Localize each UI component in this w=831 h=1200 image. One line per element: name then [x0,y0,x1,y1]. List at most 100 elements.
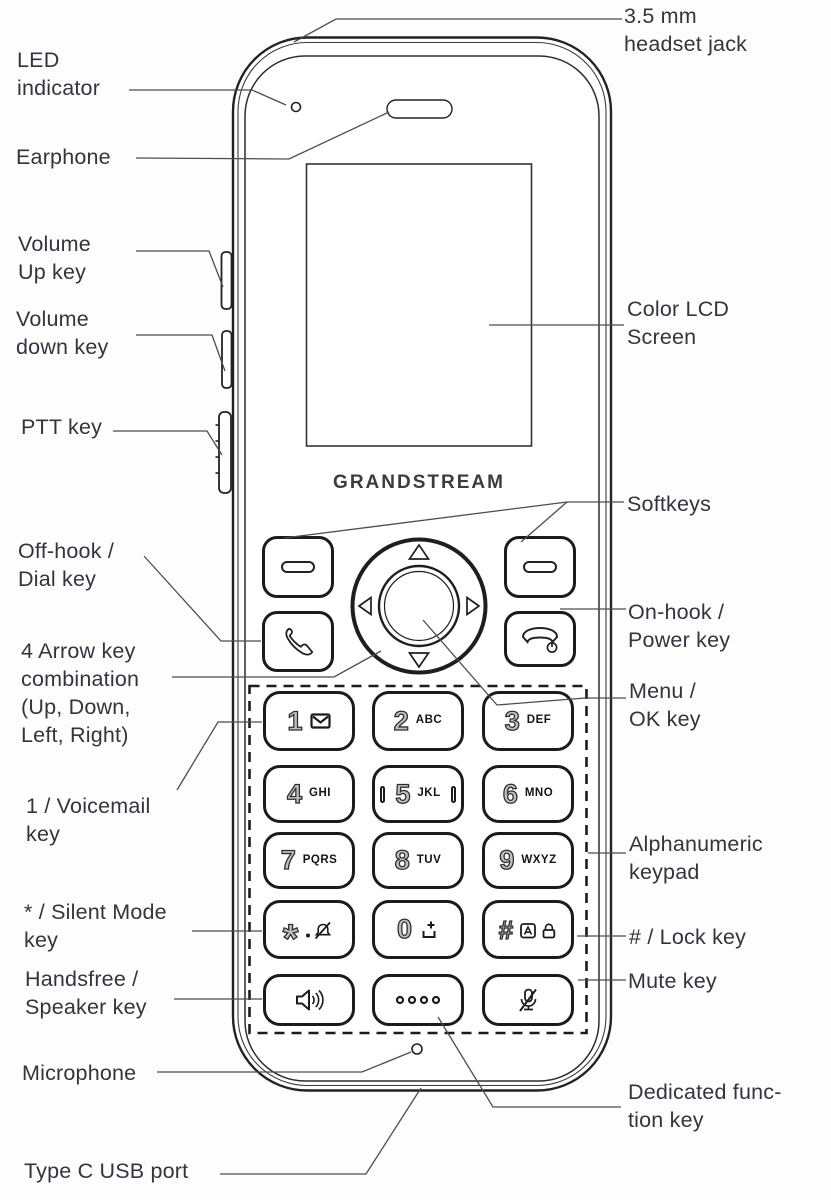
label-mute-key: Mute key [628,969,717,993]
key-6: 6 MNO [482,765,574,823]
key-digit: 7 [280,845,296,875]
ptt-key [218,411,232,494]
line-microphone [157,1051,412,1073]
key-dedicated-function [372,974,464,1026]
key-3: 3 DEF [482,691,574,751]
key-4: 4 GHI [263,765,355,823]
key-letters: WXYZ [521,853,557,866]
label-onhook-power: On-hook / Power key [628,600,731,652]
key-1-voicemail: 1 [263,691,355,751]
key-digit: 8 [394,845,410,875]
volume-up-key [220,251,233,310]
line-offhook [143,555,261,642]
key-letters: GHI [309,787,331,800]
down-arrow-icon [407,652,431,669]
line-usb [220,1087,422,1175]
right-arrow-icon [466,595,481,617]
key-digit: 3 [504,705,520,736]
nav-cluster [350,537,488,675]
label-earphone: Earphone [16,145,111,169]
key-mute [482,974,574,1026]
label-lock-key: # / Lock key [629,925,747,949]
label-arrow-keys: 4 Arrow key combination (Up, Down, Left,… [21,639,140,747]
key-letters: ABC [415,714,443,727]
line-led-indicator [129,89,287,106]
dot-and-bell-slash-icon [305,920,335,940]
key-star-silent: * [263,900,355,959]
mic-slash-icon [516,987,540,1013]
ptt-key-ribs [215,424,219,474]
label-handsfree-speaker: Handsfree / Speaker key [25,967,147,1019]
key-0-plus: 0 [372,900,464,959]
key-7: 7 PQRS [263,832,355,889]
softkey-dash-icon [281,561,315,573]
key-digit: * [282,916,299,961]
label-led-indicator: LED indicator [17,48,101,100]
label-headset-jack: 3.5 mm headset jack [624,4,748,56]
loudspeaker-icon [293,987,325,1013]
line-earphone [135,111,390,160]
softkey-dash-icon [523,561,557,573]
led-indicator [290,101,302,113]
key-letters: TUV [416,853,442,866]
volume-down-key [221,330,233,389]
brand-logo: GRANDSTREAM [333,472,505,493]
key-5: 5 JKL [372,765,464,823]
line-ptt [113,430,223,456]
key-9: 9 WXYZ [482,832,574,889]
label-voicemail-key: 1 / Voicemail key [26,794,151,846]
label-lcd-screen: Color LCD Screen [627,297,730,349]
left-softkey [262,536,334,598]
label-usb-port: Type C USB port [24,1159,189,1183]
up-arrow-icon [407,543,431,560]
lcd-screen [305,163,533,447]
line-volume-down [136,334,226,372]
key-digit: 2 [393,705,409,736]
ok-button-outer [377,564,461,648]
label-volume-up: Volume Up key [18,232,91,284]
four-dots-icon [393,994,443,1006]
line-headset-jack [293,18,622,43]
handset-down-power-icon [518,622,562,656]
microphone-hole [411,1043,423,1055]
earphone-slot [386,99,453,119]
offhook-dial-key [262,611,334,672]
key-letters: JKL [417,787,441,800]
key-digit: 6 [502,778,518,809]
key-hash-lock: # [482,900,574,959]
label-dedicated-function: Dedicated func- tion key [628,1080,782,1132]
tactile-bar-icon [451,785,456,803]
key-digit: # [498,914,514,945]
key-letters: DEF [526,714,552,727]
label-microphone: Microphone [22,1061,137,1085]
line-dedicated [437,1016,621,1108]
key-digit: 1 [287,705,303,736]
left-arrow-icon [357,595,372,617]
line-voicemail [176,721,262,791]
key-letters: MNO [524,787,554,800]
plus-input-tray-icon [419,920,439,940]
key-8: 8 TUV [372,832,464,889]
letter-a-box-and-padlock-icon [520,920,557,939]
key-2: 2 ABC [372,691,464,751]
tactile-bar-icon [380,785,385,803]
key-letters: PQRS [302,853,338,866]
label-silent-mode-key: * / Silent Mode key [24,900,167,952]
label-offhook-dial: Off-hook / Dial key [18,539,115,591]
label-ptt-key: PTT key [21,415,103,439]
ok-button-inner [383,570,455,642]
line-softkeys-left [283,501,624,539]
label-softkeys: Softkeys [627,492,712,516]
key-speaker-handsfree [263,974,355,1026]
key-digit: 4 [286,778,303,809]
envelope-icon [309,713,331,729]
key-digit: 5 [395,778,411,809]
handset-icon [279,623,317,661]
key-digit: 9 [499,845,515,875]
line-volume-up [136,250,224,288]
key-digit: 0 [396,914,413,944]
label-volume-down: Volume down key [16,307,109,359]
label-menu-ok: Menu / OK key [629,679,701,731]
nav-ring [350,537,488,675]
